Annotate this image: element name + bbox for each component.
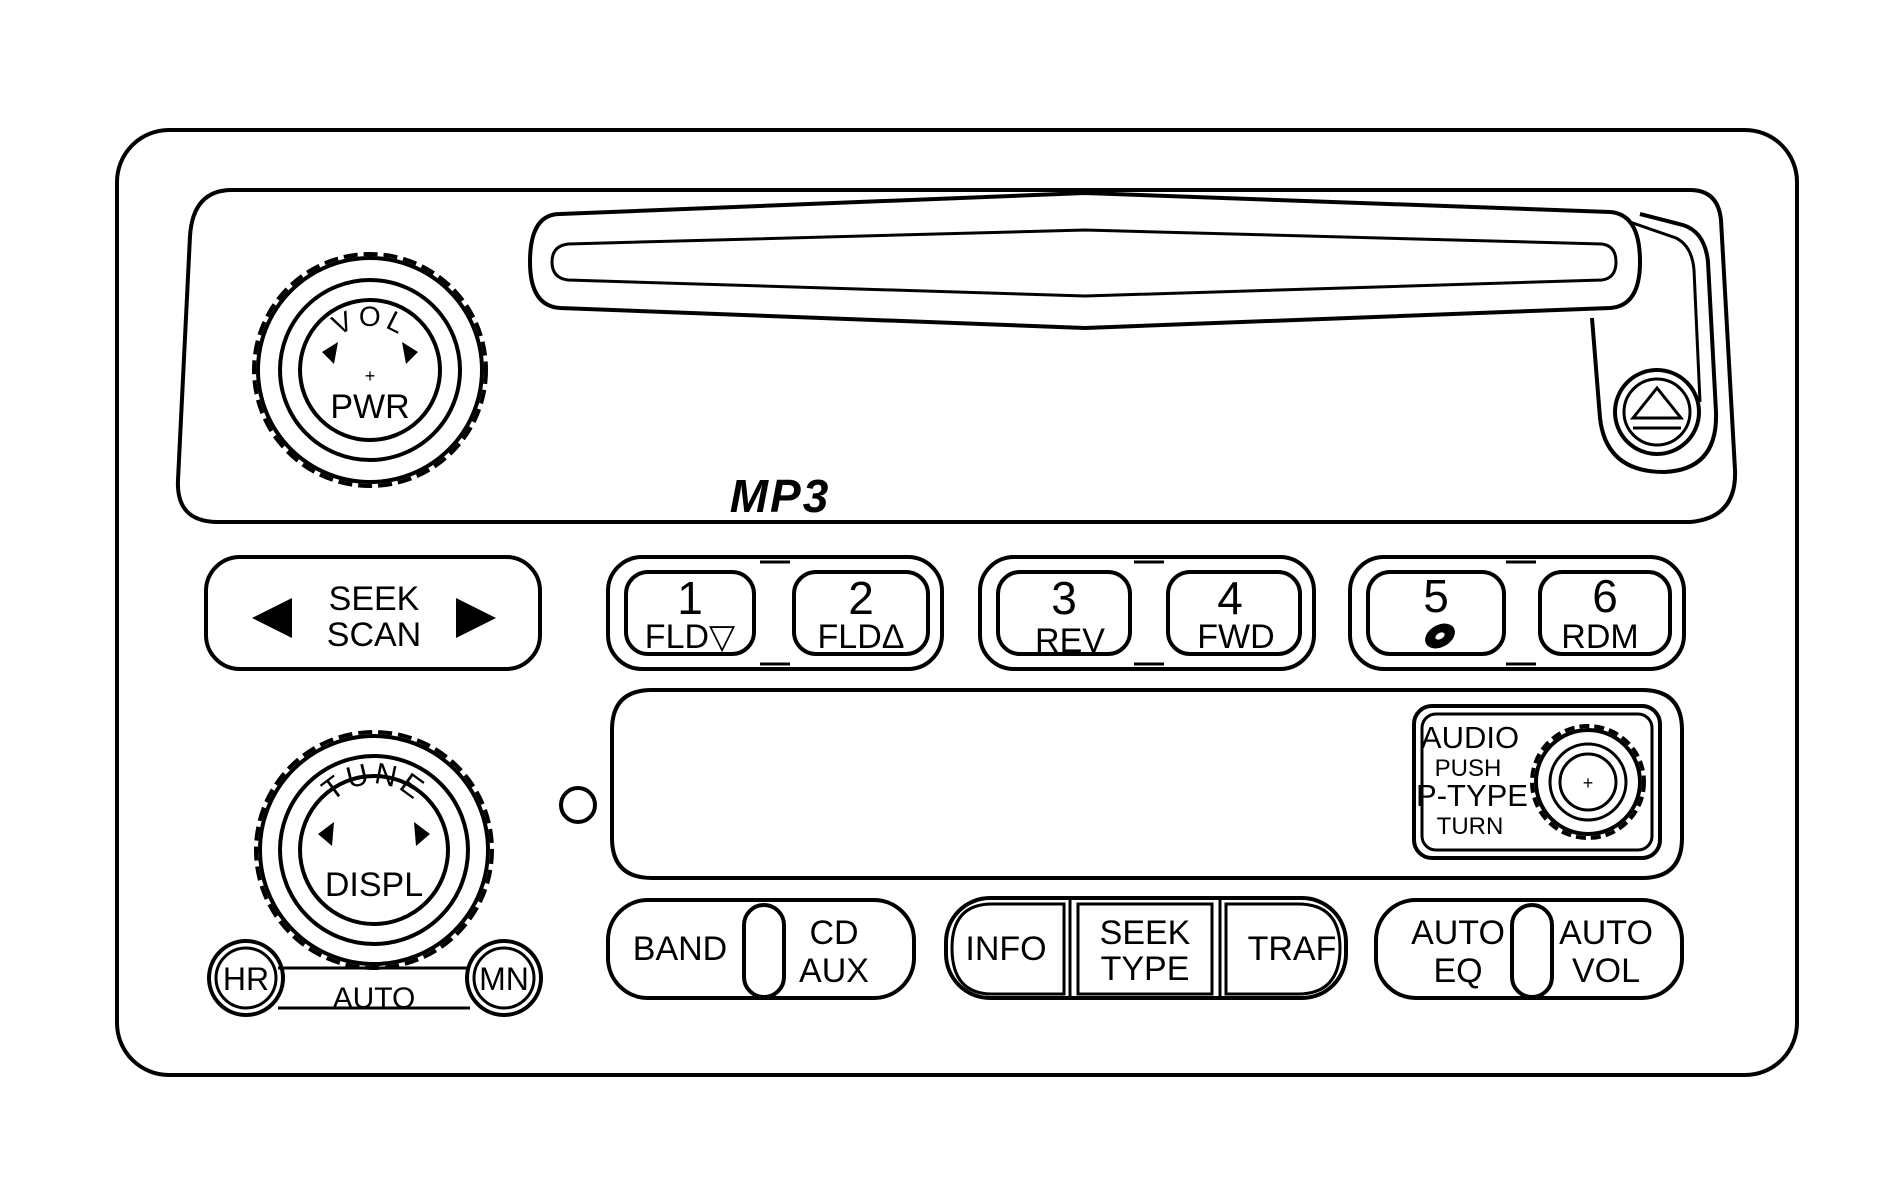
turn-label: TURN [1437, 813, 1504, 840]
indicator-led [559, 786, 597, 824]
display-panel [610, 688, 1684, 880]
cd-aux-button[interactable]: CD AUX [799, 914, 869, 990]
band-button[interactable]: BAND [633, 930, 727, 968]
preset-1-sub: FLD▽ [645, 618, 736, 656]
band-label: BAND [633, 930, 727, 968]
tune-displ-knob[interactable]: TUNE DISPL [254, 730, 494, 970]
seek-type-label-1: SEEK [1100, 914, 1191, 952]
auto-eq-label-1: AUTO [1411, 914, 1505, 952]
triangle-right-icon [456, 598, 496, 638]
vol-pwr-knob[interactable]: VOL + PWR [252, 252, 488, 488]
preset-4-number: 4 [1217, 572, 1243, 624]
p-type-label: P-TYPE [1416, 778, 1528, 813]
preset-group-5-6 [1348, 555, 1686, 671]
auto-vol-label-2: VOL [1572, 952, 1640, 990]
mn-label: MN [479, 961, 529, 997]
pwr-label: PWR [330, 388, 409, 426]
preset-button-1[interactable]: 1 FLD▽ [624, 570, 756, 656]
preset-button-3[interactable]: 3 REV [996, 570, 1132, 660]
preset-button-2[interactable]: 2 FLDΔ [792, 570, 930, 656]
preset-button-5[interactable]: 5 [1366, 570, 1506, 656]
vol-left-arrow-icon [322, 342, 338, 364]
hr-label: HR [223, 961, 269, 997]
eject-icon [1629, 385, 1685, 430]
scan-label: SCAN [327, 616, 421, 654]
clock-auto-label: AUTO [333, 982, 416, 1015]
preset-1-number: 1 [677, 572, 703, 624]
preset-2-number: 2 [848, 572, 874, 624]
push-label: PUSH [1435, 755, 1502, 782]
band-cd-aux-group [606, 898, 916, 1000]
triangle-left-icon [252, 598, 292, 638]
preset-6-sub: RDM [1561, 618, 1638, 656]
traf-button[interactable]: TRAF [1224, 902, 1342, 996]
seek-scan-button[interactable]: SEEK SCAN [204, 555, 542, 671]
audio-knob[interactable]: + [1530, 724, 1646, 840]
seek-type-label-2: TYPE [1101, 950, 1190, 988]
audio-labels: AUDIO PUSH P-TYPE TURN [1416, 720, 1528, 840]
top-panel [175, 188, 1738, 524]
preset-3-sub: REV [1035, 622, 1105, 660]
seek-type-button[interactable]: SEEK TYPE [1076, 902, 1214, 996]
auto-eq-button[interactable]: AUTO EQ [1411, 914, 1505, 990]
displ-label: DISPL [325, 866, 423, 904]
auto-eq-vol-group [1374, 898, 1684, 1000]
preset-3-number: 3 [1051, 572, 1077, 624]
info-label: INFO [965, 930, 1046, 968]
auto-vol-label-1: AUTO [1559, 914, 1653, 952]
seek-label: SEEK [329, 580, 420, 618]
tune-left-arrow-icon [318, 822, 334, 846]
auto-vol-button[interactable]: AUTO VOL [1559, 914, 1653, 990]
eject-button[interactable] [1613, 368, 1701, 456]
info-button[interactable]: INFO [950, 902, 1066, 996]
tune-right-arrow-icon [414, 822, 430, 846]
info-seek-traf-group [944, 896, 1348, 1000]
audio-knob-module [1412, 704, 1662, 860]
mn-button[interactable]: MN [465, 939, 543, 1017]
audio-plus: + [1583, 773, 1594, 793]
auto-eq-label-2: EQ [1433, 952, 1482, 990]
traf-label: TRAF [1248, 930, 1337, 968]
preset-group-1-2 [606, 555, 944, 671]
aux-label: AUX [799, 952, 869, 990]
preset-button-4[interactable]: 4 FWD [1166, 570, 1302, 656]
clock-set-bar: AUTO [278, 966, 470, 1015]
preset-button-6[interactable]: 6 RDM [1538, 570, 1672, 656]
cd-label: CD [809, 914, 858, 952]
audio-label: AUDIO [1421, 720, 1519, 755]
preset-5-number: 5 [1423, 570, 1449, 622]
hr-button[interactable]: HR [207, 939, 285, 1017]
preset-2-sub: FLDΔ [818, 618, 905, 656]
preset-6-number: 6 [1592, 570, 1618, 622]
radio-chassis [115, 128, 1799, 1077]
vol-right-arrow-icon [402, 342, 418, 364]
vol-plus: + [365, 366, 376, 386]
preset-4-sub: FWD [1197, 618, 1274, 656]
preset-group-3-4 [978, 555, 1316, 671]
cd-slot[interactable] [527, 190, 1719, 475]
disc-icon [1425, 623, 1455, 649]
mp3-logo: MP3 [730, 470, 831, 522]
